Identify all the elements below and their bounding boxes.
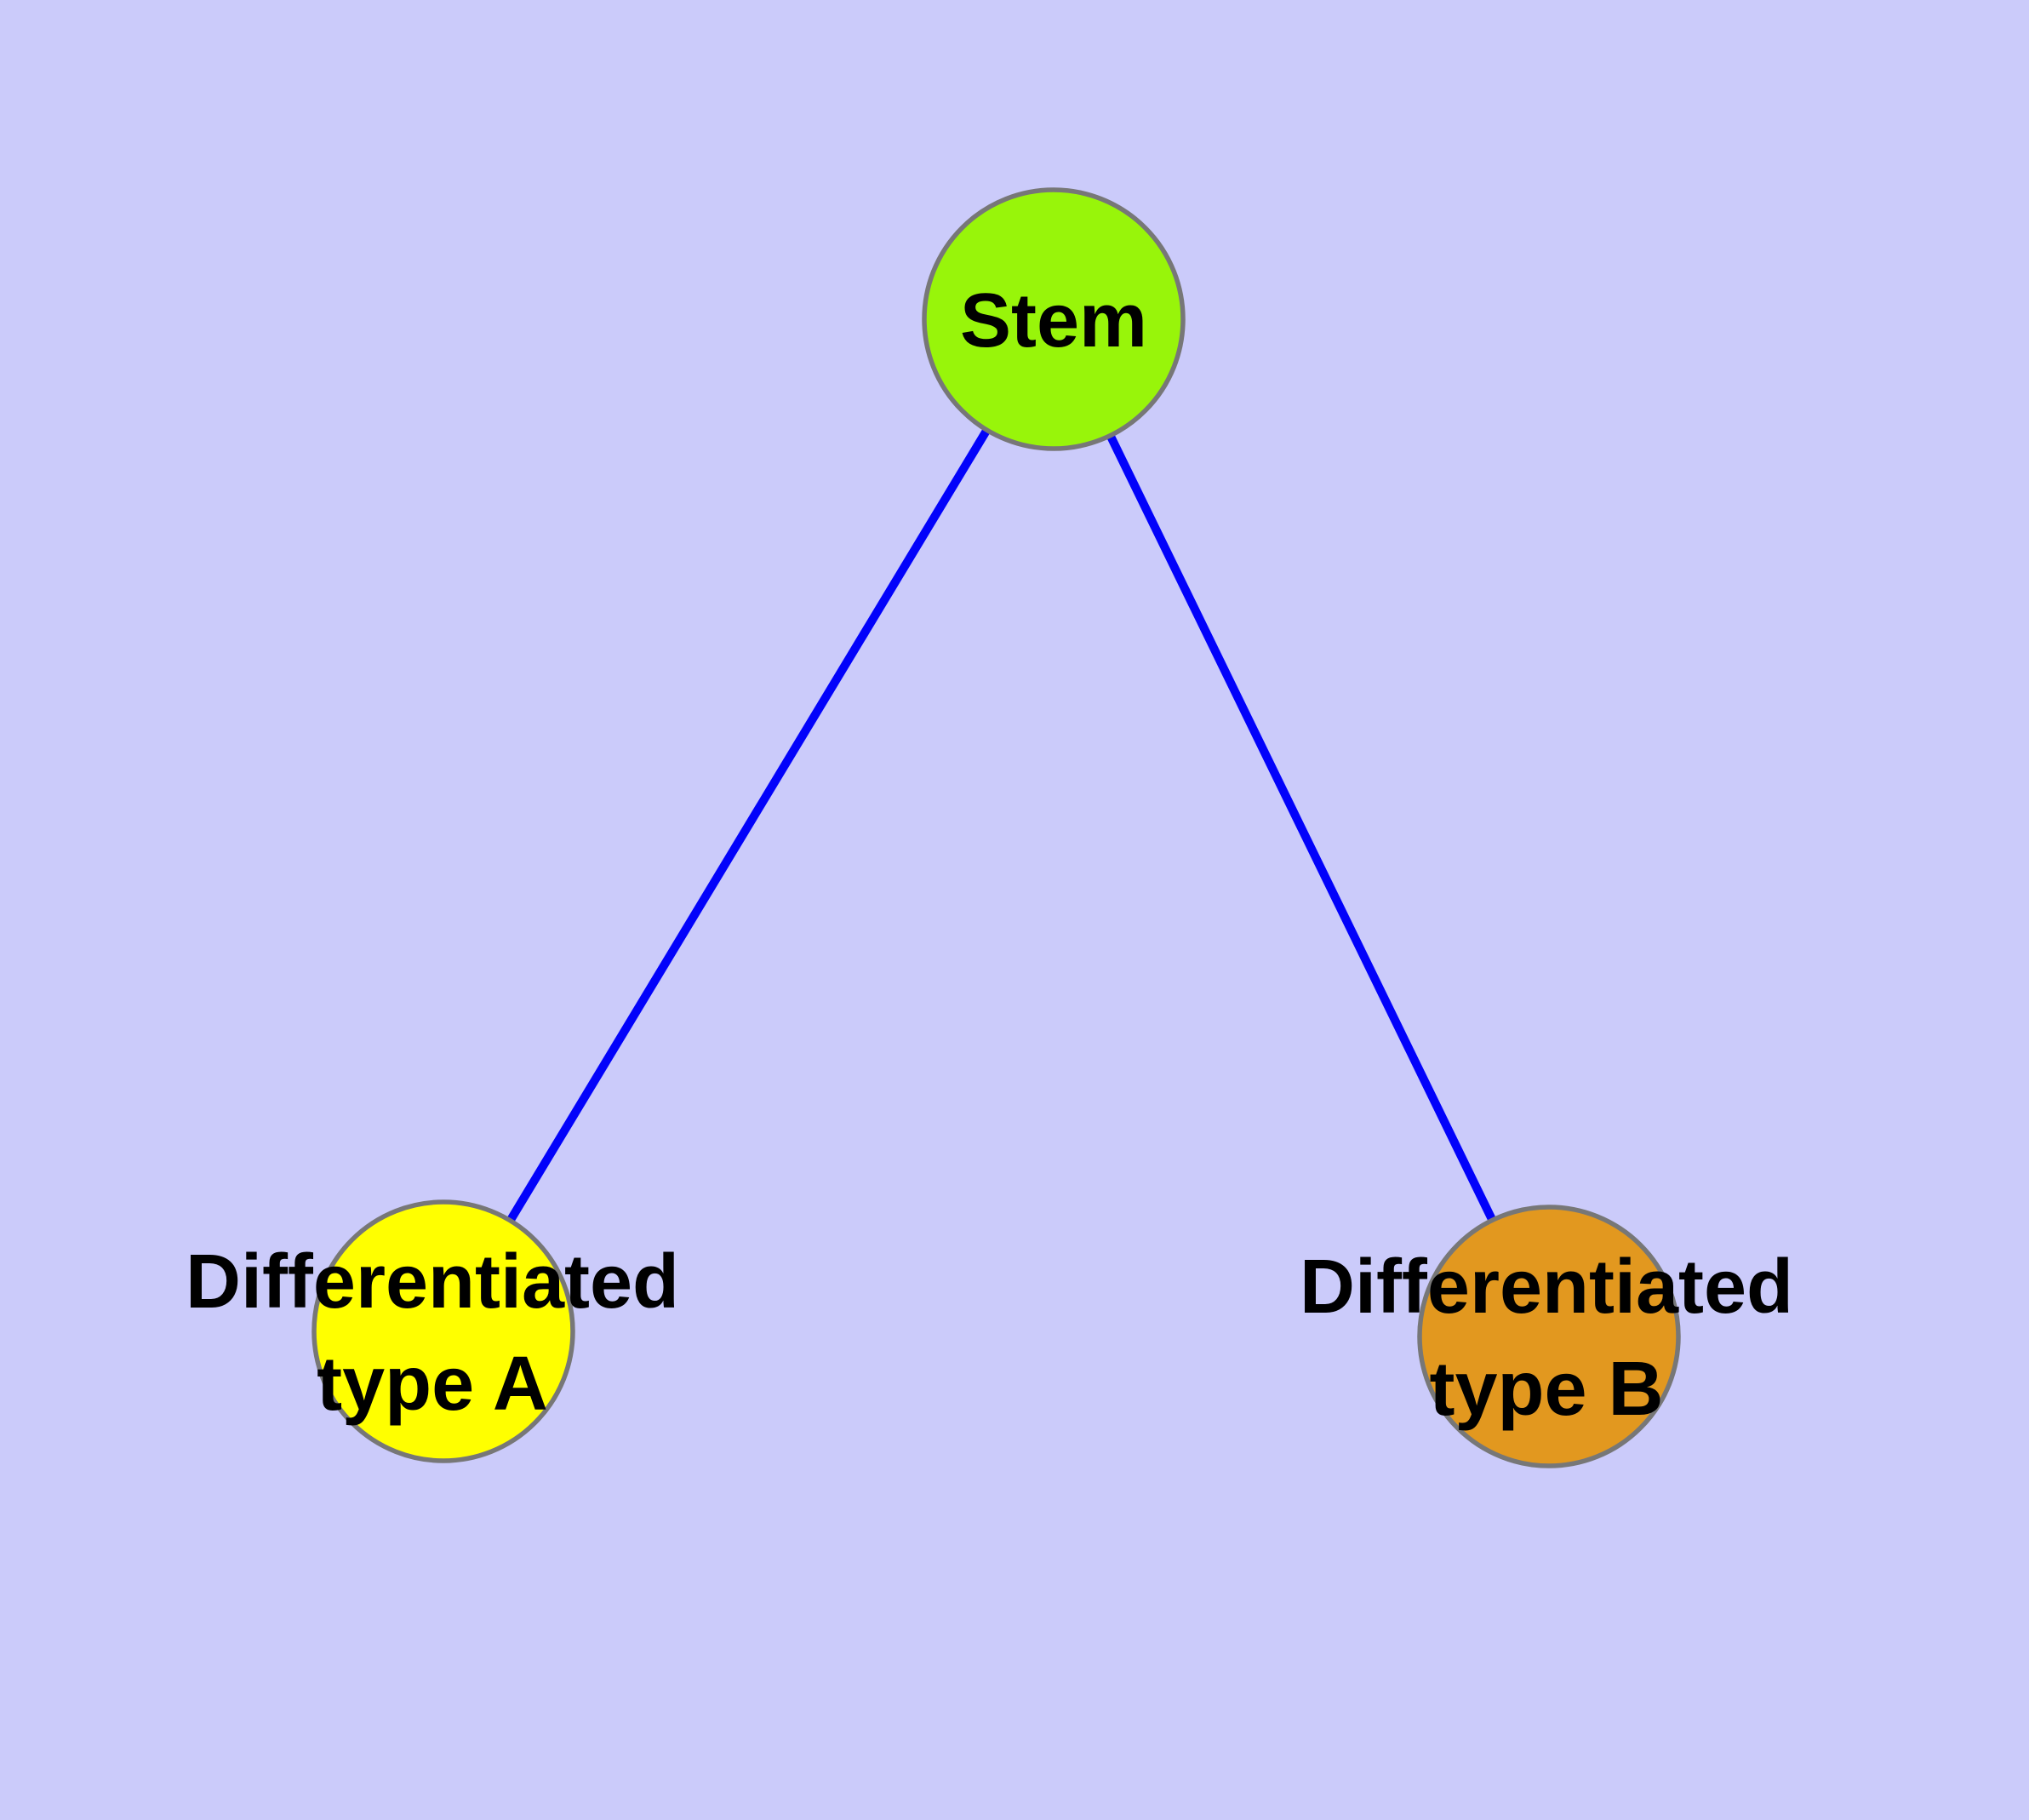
edge-stem-to-type-b	[1049, 317, 1553, 1339]
node-differentiated-type-a-label-line-1: Differentiated	[186, 1239, 679, 1325]
edge-stem-to-type-a	[439, 317, 1058, 1334]
node-differentiated-type-b-label-line-1: Differentiated	[1300, 1245, 1793, 1330]
node-differentiated-type-a-label-line-2: type A	[317, 1342, 548, 1427]
node-differentiated-type-a	[311, 1199, 575, 1463]
node-stem-label: Stem	[960, 278, 1147, 363]
node-stem	[922, 187, 1186, 451]
node-differentiated-type-b	[1417, 1205, 1681, 1468]
node-differentiated-type-b-label-line-2: type B	[1429, 1347, 1663, 1432]
